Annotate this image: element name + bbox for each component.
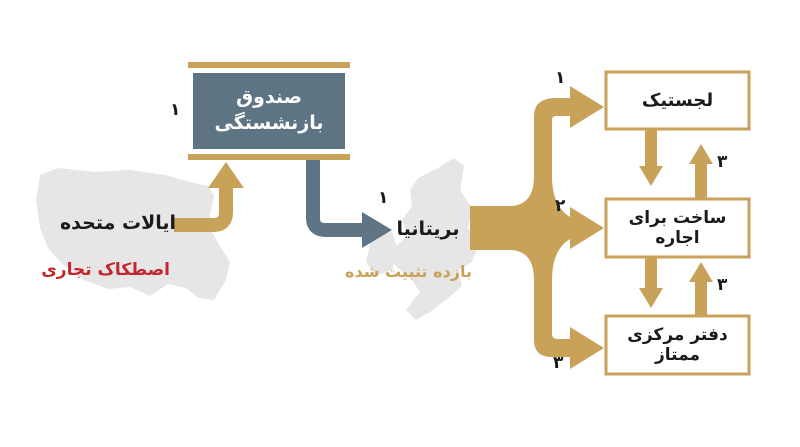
arrow-btr-to-logistics-shaft [695, 162, 707, 198]
number-btr-to-logistics: ۳ [717, 152, 728, 172]
office-label: دفتر مرکزی ممتاز [627, 325, 728, 365]
arrow-office-to-btr-head [689, 262, 713, 282]
arrow-fund-to-uk-head [362, 212, 392, 248]
fund-label: صندوق بازنشستگی [193, 73, 345, 149]
ireland-map-shape [366, 232, 398, 276]
arrow-logistics-to-btr-shaft [645, 130, 657, 170]
fund-top-bar [188, 62, 350, 68]
arrow-office-to-btr-shaft [695, 280, 707, 315]
fund-box [193, 73, 345, 149]
number-to-logistics: ۱ [555, 68, 566, 88]
arrow-btr-to-office-head [639, 288, 663, 308]
office-box [604, 314, 751, 376]
number-fund-to-uk: ۱ [378, 188, 389, 208]
number-to-btr: ۲ [555, 196, 566, 216]
uk-subtitle: بازده تثبیت شده [345, 262, 472, 281]
fund-label-line1: صندوق [236, 86, 302, 109]
usa-title: ایالات متحده [59, 212, 176, 234]
btr-box [604, 197, 751, 259]
arrow-logistics-to-btr-head [639, 166, 663, 186]
logistics-label: لجستیک [641, 90, 714, 111]
uk-title: بریتانیا [396, 218, 460, 240]
arrow-to-office-head [570, 327, 604, 369]
arrow-usa-to-fund-head [208, 162, 244, 188]
usa-subtitle: اصطکاک تجاری [41, 260, 170, 280]
number-office-to-btr: ۳ [717, 275, 728, 295]
uk-map-shape [388, 158, 478, 320]
number-to-office: ۳ [553, 353, 564, 373]
usa-map-shape [36, 168, 230, 300]
fund-bottom-bar [188, 154, 350, 160]
gold-fan [470, 98, 572, 357]
arrow-btr-to-logistics-head [689, 144, 713, 164]
arrow-usa-to-fund [174, 188, 233, 232]
logistics-box [604, 70, 751, 131]
arrow-btr-to-office-shaft [645, 258, 657, 292]
arrow-to-btr-head [570, 207, 604, 249]
number-usa-to-fund: ۱ [170, 100, 181, 120]
arrow-fund-to-uk [306, 160, 364, 237]
fund-label-line2: بازنشستگی [214, 112, 324, 134]
btr-label: ساخت برای اجاره [628, 208, 727, 248]
arrow-to-logistics-head [570, 86, 604, 128]
